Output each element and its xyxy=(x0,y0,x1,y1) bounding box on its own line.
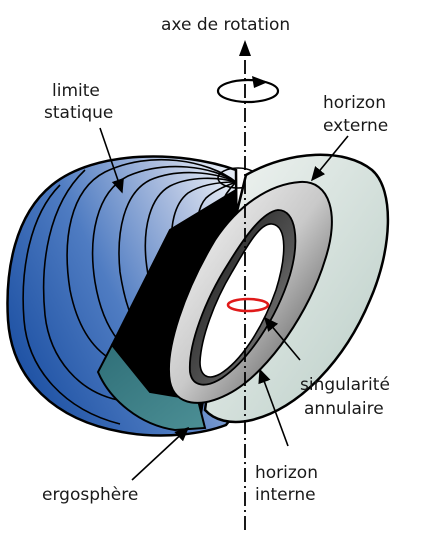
label-outer-horizon-2: externe xyxy=(323,116,388,136)
static-limit-contours xyxy=(22,158,237,425)
label-ring-singularity-1: singularité xyxy=(300,375,390,395)
label-outer-horizon-1: horizon xyxy=(323,93,386,113)
label-axis: axe de rotation xyxy=(161,15,290,35)
ring-singularity xyxy=(226,297,270,313)
label-ring-singularity-2: annulaire xyxy=(304,399,384,419)
label-inner-horizon-2: interne xyxy=(255,485,316,505)
label-inner-horizon-1: horizon xyxy=(255,463,318,483)
pointer-lines xyxy=(99,127,349,481)
axis-arrowhead xyxy=(239,40,251,56)
label-ergosphere: ergosphère xyxy=(42,485,138,505)
rotation-indicator-icon xyxy=(216,76,280,104)
label-static-limit-2: statique xyxy=(44,103,113,123)
label-static-limit-1: limite xyxy=(52,81,100,101)
